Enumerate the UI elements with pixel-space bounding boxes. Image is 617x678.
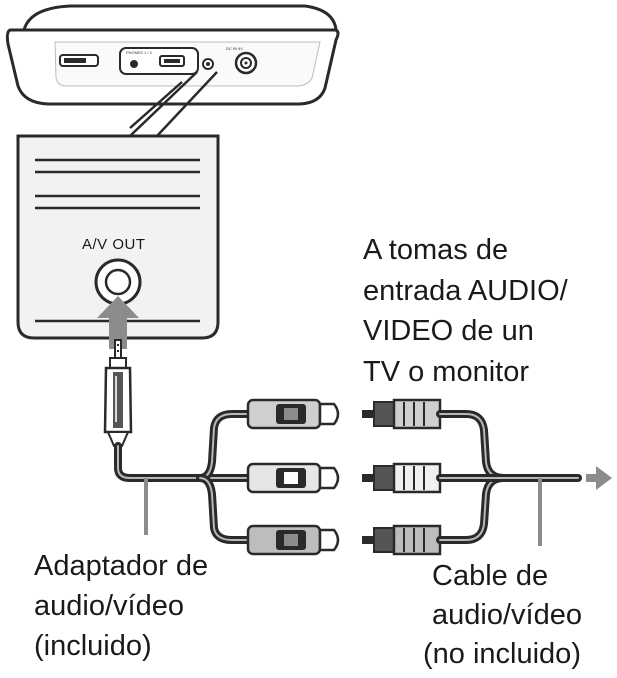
- av-cable: [436, 410, 582, 544]
- arrow-right-icon: [586, 466, 612, 490]
- adapter-line-1: Adaptador de: [34, 550, 208, 582]
- cable-plug-top: [362, 398, 442, 430]
- adapter-line-2: audio/vídeo: [34, 590, 184, 622]
- adapter-cable: [114, 410, 256, 544]
- dc-in-label: DC IN 9V: [226, 46, 243, 51]
- cable-line-3: (no incluido): [423, 638, 581, 670]
- av-out-panel: A/V OUT: [16, 134, 220, 340]
- destination-line-1: A tomas de: [363, 234, 508, 266]
- cable-label: Cable de audio/vídeo (no incluido): [423, 560, 582, 670]
- cable-plug-bottom: [362, 524, 442, 556]
- adapter-label: Adaptador de audio/vídeo (incluido): [34, 550, 208, 662]
- cable-line-1: Cable de: [432, 560, 548, 592]
- destination-line-3: VIDEO de un: [363, 315, 534, 347]
- dvd-player: PHONES 1 / 2 DC IN 9V: [5, 4, 340, 106]
- rca-plug-icon: [362, 398, 442, 556]
- destination-line-4: TV o monitor: [363, 356, 529, 388]
- av-out-label: A/V OUT: [82, 236, 146, 253]
- adapter-jack-bottom: [246, 524, 340, 556]
- minijack-plug-icon: [103, 339, 133, 447]
- destination-label: A tomas de entrada AUDIO/ VIDEO de un TV…: [363, 234, 569, 388]
- av-out-jack-icon: [94, 258, 142, 306]
- adapter-jack-top: [246, 398, 340, 430]
- cable-line-2: audio/vídeo: [432, 599, 582, 631]
- adapter-line-3: (incluido): [34, 630, 152, 662]
- cable-plug-middle: [362, 462, 442, 494]
- adapter-rca-jacks: [246, 398, 340, 556]
- phones-1-jack: [130, 60, 138, 68]
- arrow-up-icon: [97, 296, 139, 349]
- adapter-jack-middle: [246, 462, 340, 494]
- destination-line-2: entrada AUDIO/: [363, 275, 569, 307]
- phones-label: PHONES 1 / 2: [126, 50, 153, 55]
- zoom-callout: [129, 71, 218, 137]
